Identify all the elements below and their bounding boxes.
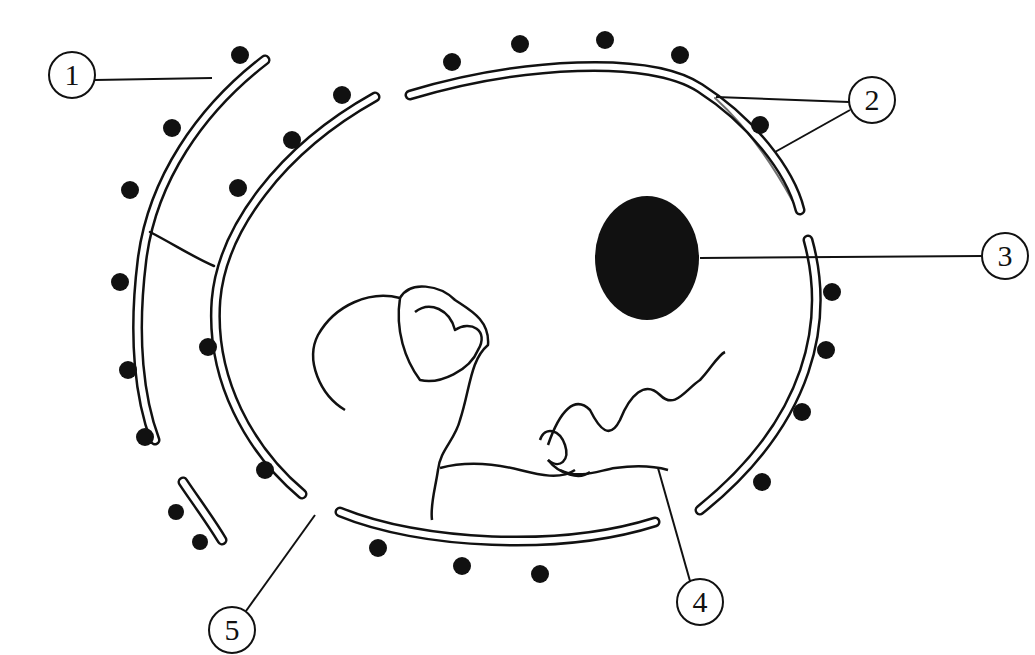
callout-number: 5 — [210, 608, 254, 652]
callout-number: 1 — [50, 53, 94, 97]
callout-number: 2 — [850, 78, 894, 122]
callout-number: 4 — [678, 580, 722, 624]
callout-number: 3 — [983, 234, 1027, 278]
